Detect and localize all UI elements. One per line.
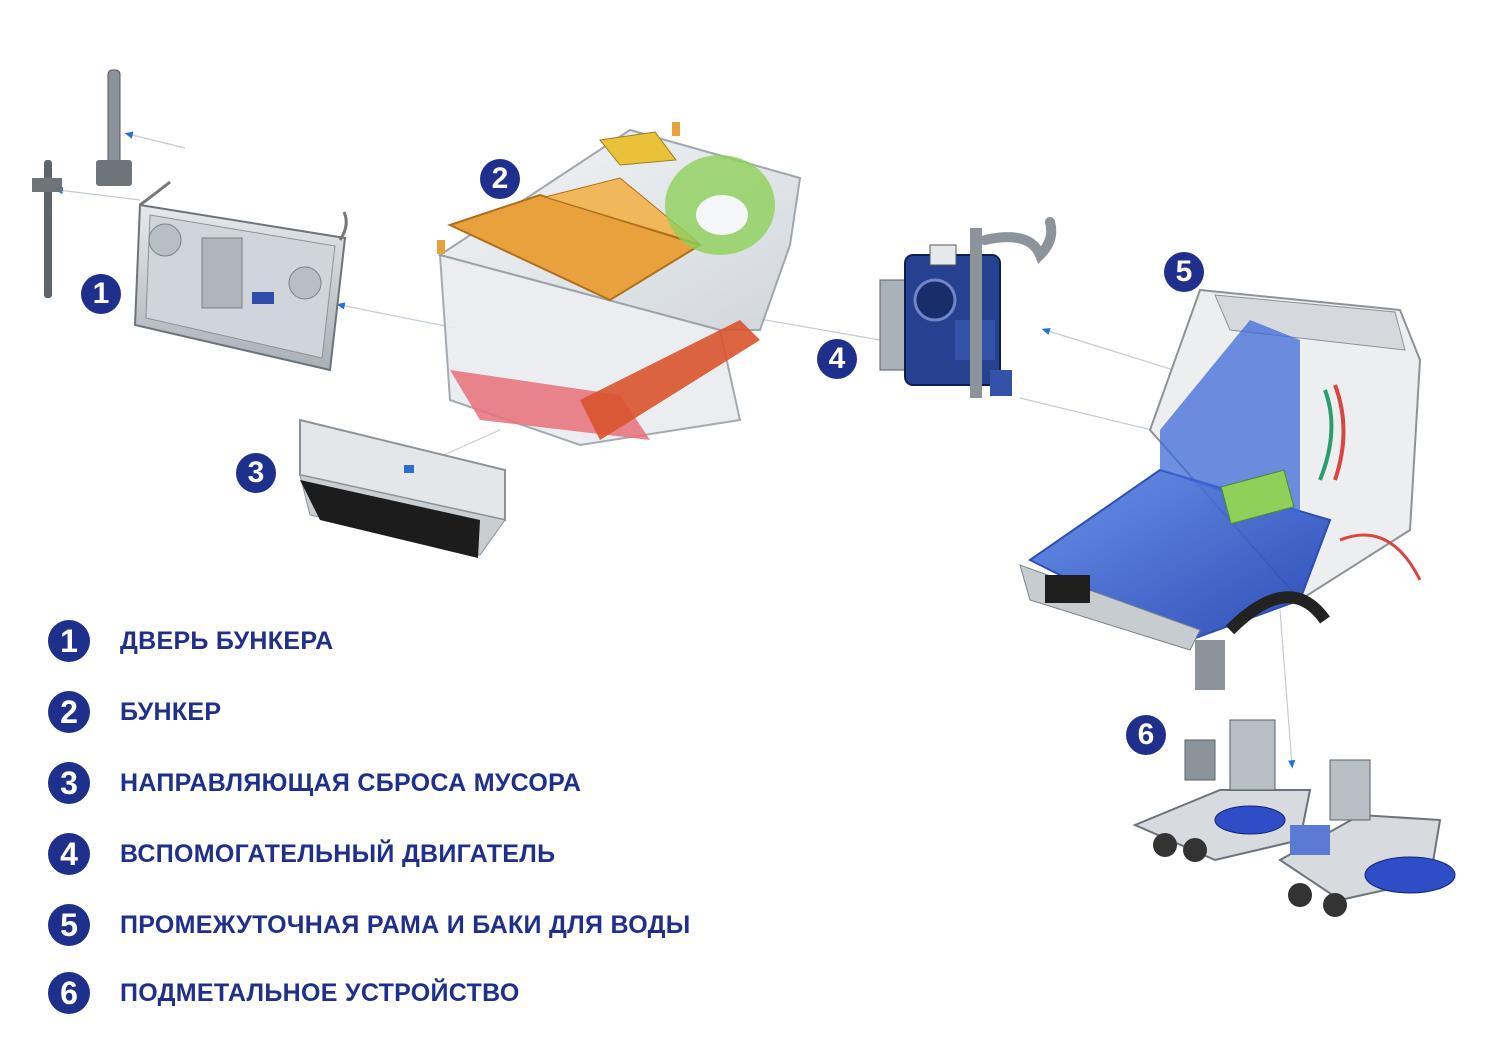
legend-label: ДВЕРЬ БУНКЕРА [120, 626, 334, 655]
debris-guide-part [299, 418, 506, 558]
legend-item: 6 ПОДМЕТАЛЬНОЕ УСТРОЙСТВО [48, 972, 520, 1014]
legend-item: 2 БУНКЕР [48, 691, 221, 733]
legend-item: 1 ДВЕРЬ БУНКЕРА [48, 620, 333, 662]
legend-number-badge: 4 [48, 833, 90, 875]
callout-badge-2: 2 [480, 159, 520, 199]
intermediate-frame-part [1019, 288, 1422, 690]
legend-number-badge: 1 [48, 620, 90, 662]
legend-number-badge: 5 [48, 904, 90, 946]
sweeping-unit-part [1132, 719, 1456, 917]
legend-item: 3 НАПРАВЛЯЮЩАЯ СБРОСА МУСОРА [48, 762, 581, 804]
callout-badge-6: 6 [1126, 715, 1166, 755]
callout-badge-3: 3 [236, 453, 276, 493]
bunker-part [437, 122, 802, 447]
callout-badge-1: 1 [81, 274, 121, 314]
legend-label: ВСПОМОГАТЕЛЬНЫЙ ДВИГАТЕЛЬ [120, 839, 556, 868]
legend-number-badge: 3 [48, 762, 90, 804]
auxiliary-engine-part [879, 217, 1057, 398]
legend-number-badge: 6 [48, 972, 90, 1014]
bunker-door-part [32, 69, 348, 372]
legend-item: 4 ВСПОМОГАТЕЛЬНЫЙ ДВИГАТЕЛЬ [48, 833, 555, 875]
legend-label: НАПРАВЛЯЮЩАЯ СБРОСА МУСОРА [120, 768, 582, 797]
legend-item: 5 ПРОМЕЖУТОЧНАЯ РАМА И БАКИ ДЛЯ ВОДЫ [48, 904, 691, 946]
legend-label: ПОДМЕТАЛЬНОЕ УСТРОЙСТВО [120, 978, 520, 1007]
legend-label: БУНКЕР [120, 697, 222, 726]
legend-number-badge: 2 [48, 691, 90, 733]
callout-badge-4: 4 [817, 339, 857, 379]
callout-badge-5: 5 [1164, 252, 1204, 292]
legend-label: ПРОМЕЖУТОЧНАЯ РАМА И БАКИ ДЛЯ ВОДЫ [120, 910, 691, 939]
